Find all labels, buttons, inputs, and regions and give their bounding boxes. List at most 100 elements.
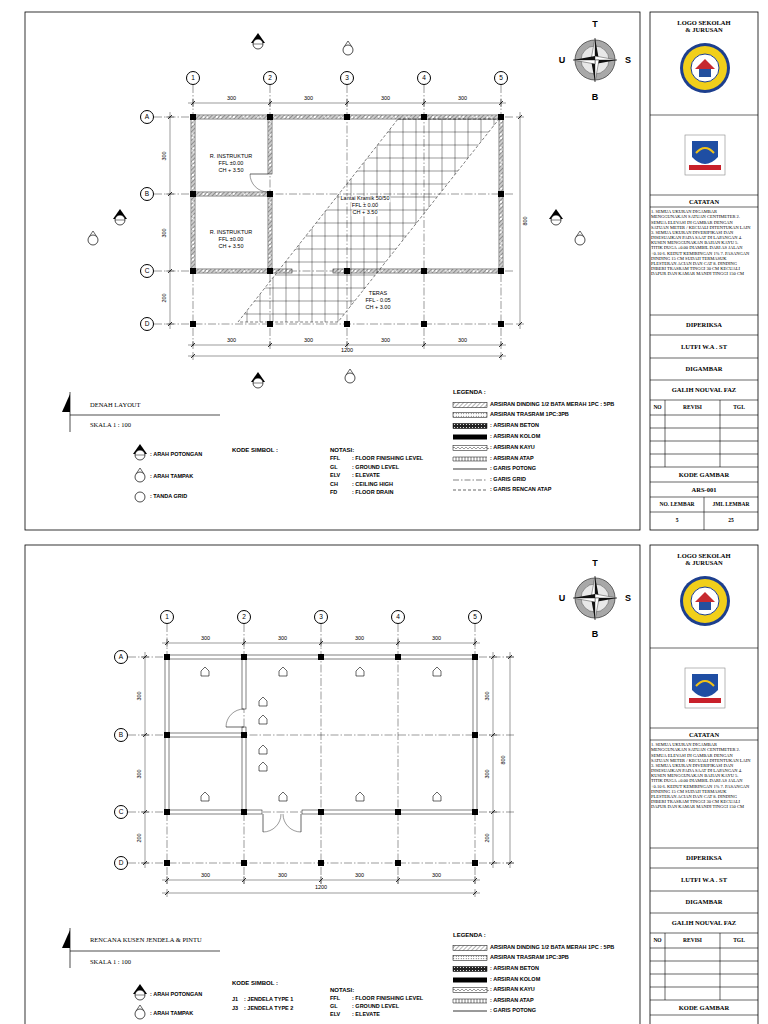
legend-entry: ARSIRAN DINDING 1/2 BATA MERAH 1PC : 5PB	[490, 402, 614, 408]
legend-entry: ARSIRAN DINDING 1/2 BATA MERAH 1PC : 5PB	[490, 945, 614, 951]
dimension-line	[188, 356, 506, 357]
legend-sample	[474, 457, 475, 461]
elevation-marker	[575, 231, 585, 245]
grid-line	[321, 624, 322, 884]
grid-label: D	[145, 320, 150, 327]
title-block-text: ARS-001	[692, 486, 717, 493]
title-block-rule	[650, 428, 758, 429]
dimension-text: 300	[201, 873, 210, 879]
notation-text: : CEILING HIGH	[352, 482, 393, 488]
dimension-text: 200	[162, 293, 168, 302]
title-block-rule	[650, 207, 758, 208]
room-label: FFL ±0.00	[218, 161, 245, 167]
tile-line	[230, 314, 505, 315]
logo-ring	[683, 46, 727, 90]
dimension-text: 300	[485, 769, 491, 778]
dimension-text: 300	[304, 96, 313, 102]
logo-ring	[680, 576, 730, 626]
section-circle	[551, 215, 561, 225]
dimension-line	[170, 112, 171, 329]
legend-sample	[453, 424, 487, 429]
column	[241, 860, 247, 866]
title-block-rule	[650, 648, 758, 649]
legend-heading: LEGENDA :	[453, 932, 486, 938]
legend-sample	[462, 457, 463, 461]
title-block-text: GALIH NOUVAL FAZ	[672, 919, 736, 926]
dimension-text: 300	[137, 691, 143, 700]
legend-sample	[453, 461, 487, 462]
title-block-rule	[650, 482, 758, 483]
notation-text: FFL	[330, 456, 340, 462]
title-block-text: CATATAN	[689, 731, 719, 738]
dimension-text: 300	[432, 636, 441, 642]
dimension-text: 200	[485, 833, 491, 842]
title-block-rule	[650, 335, 758, 336]
tile-line	[312, 115, 313, 326]
section-circle	[115, 215, 125, 225]
title-block-rule	[650, 740, 758, 741]
logo-banner	[689, 165, 721, 170]
dimension-text: 300	[304, 338, 313, 344]
tile-line	[230, 184, 505, 185]
tile-line	[286, 115, 287, 326]
column	[498, 114, 504, 120]
window-door-tag	[259, 697, 267, 706]
compass-letter: U	[559, 594, 566, 603]
scale-text: SKALA 1 : 100	[90, 959, 131, 966]
table-cell-text: REVISI	[683, 405, 702, 411]
legend-sample	[471, 457, 472, 461]
legend-entry: : ARSIRAN ATAP	[490, 998, 534, 1004]
wall	[191, 269, 292, 273]
dimension-text: 300	[162, 151, 168, 160]
tile-band-outline	[238, 119, 499, 322]
legend-sample	[474, 999, 475, 1003]
section-cross	[135, 995, 145, 996]
legend-sample	[483, 457, 484, 461]
tile-line	[299, 115, 300, 326]
column	[190, 268, 196, 274]
grid-label: 1	[165, 613, 169, 620]
tile-line	[230, 275, 505, 276]
dimension-text: 300	[355, 636, 364, 642]
elevation-marker	[135, 1005, 145, 1019]
logo-banner	[689, 698, 721, 703]
legend-sample	[453, 1003, 487, 1004]
table-cell-text: 5	[676, 518, 679, 524]
column	[472, 809, 478, 815]
door-swing	[283, 814, 301, 832]
dimension-slash	[143, 810, 147, 814]
legend-sample	[453, 978, 487, 983]
window-door-tag	[433, 792, 441, 801]
wall	[165, 810, 262, 814]
room-label: R. INSTRUKTUR	[209, 154, 253, 160]
door-swing	[226, 709, 244, 727]
logo-house	[699, 602, 711, 610]
legend-sample	[459, 999, 460, 1003]
legend-sample	[468, 999, 469, 1003]
window-door-tag	[201, 667, 209, 676]
grid-bubble: 3	[314, 610, 328, 624]
dimension-text: 800	[501, 755, 507, 764]
grid-label: 5	[499, 74, 503, 81]
scale-text: SKALA 1 : 100	[90, 422, 131, 429]
wall	[302, 810, 477, 814]
dimension-slash	[268, 343, 272, 347]
window-door-tag	[356, 667, 364, 676]
section-circle	[135, 450, 145, 460]
legend-entry: : ARSIRAN KOLOM	[490, 434, 540, 440]
legend-sample	[453, 490, 487, 491]
elevation-circle	[135, 1009, 145, 1019]
dimension-slash	[319, 641, 323, 645]
legend-entry: : GARIS RENCAN ATAP	[490, 487, 551, 493]
column	[318, 654, 324, 660]
column	[267, 114, 273, 120]
symbol-heading: KODE SIMBOL :	[232, 447, 278, 453]
window-door-tag	[259, 762, 267, 771]
legend-entry: ARSIRAN TRASRAM 1PC:3PB	[490, 955, 569, 961]
dimension-slash	[191, 343, 195, 347]
legend-entry: : GARIS POTONG	[490, 1008, 536, 1014]
column	[421, 321, 427, 327]
legend-sample	[456, 999, 457, 1003]
notes-cell: 1. SEMUA UKURAN DIGAMBAR MENGGUNAKAN SAT…	[651, 209, 757, 314]
title-block-cell: CATATAN	[651, 196, 757, 207]
